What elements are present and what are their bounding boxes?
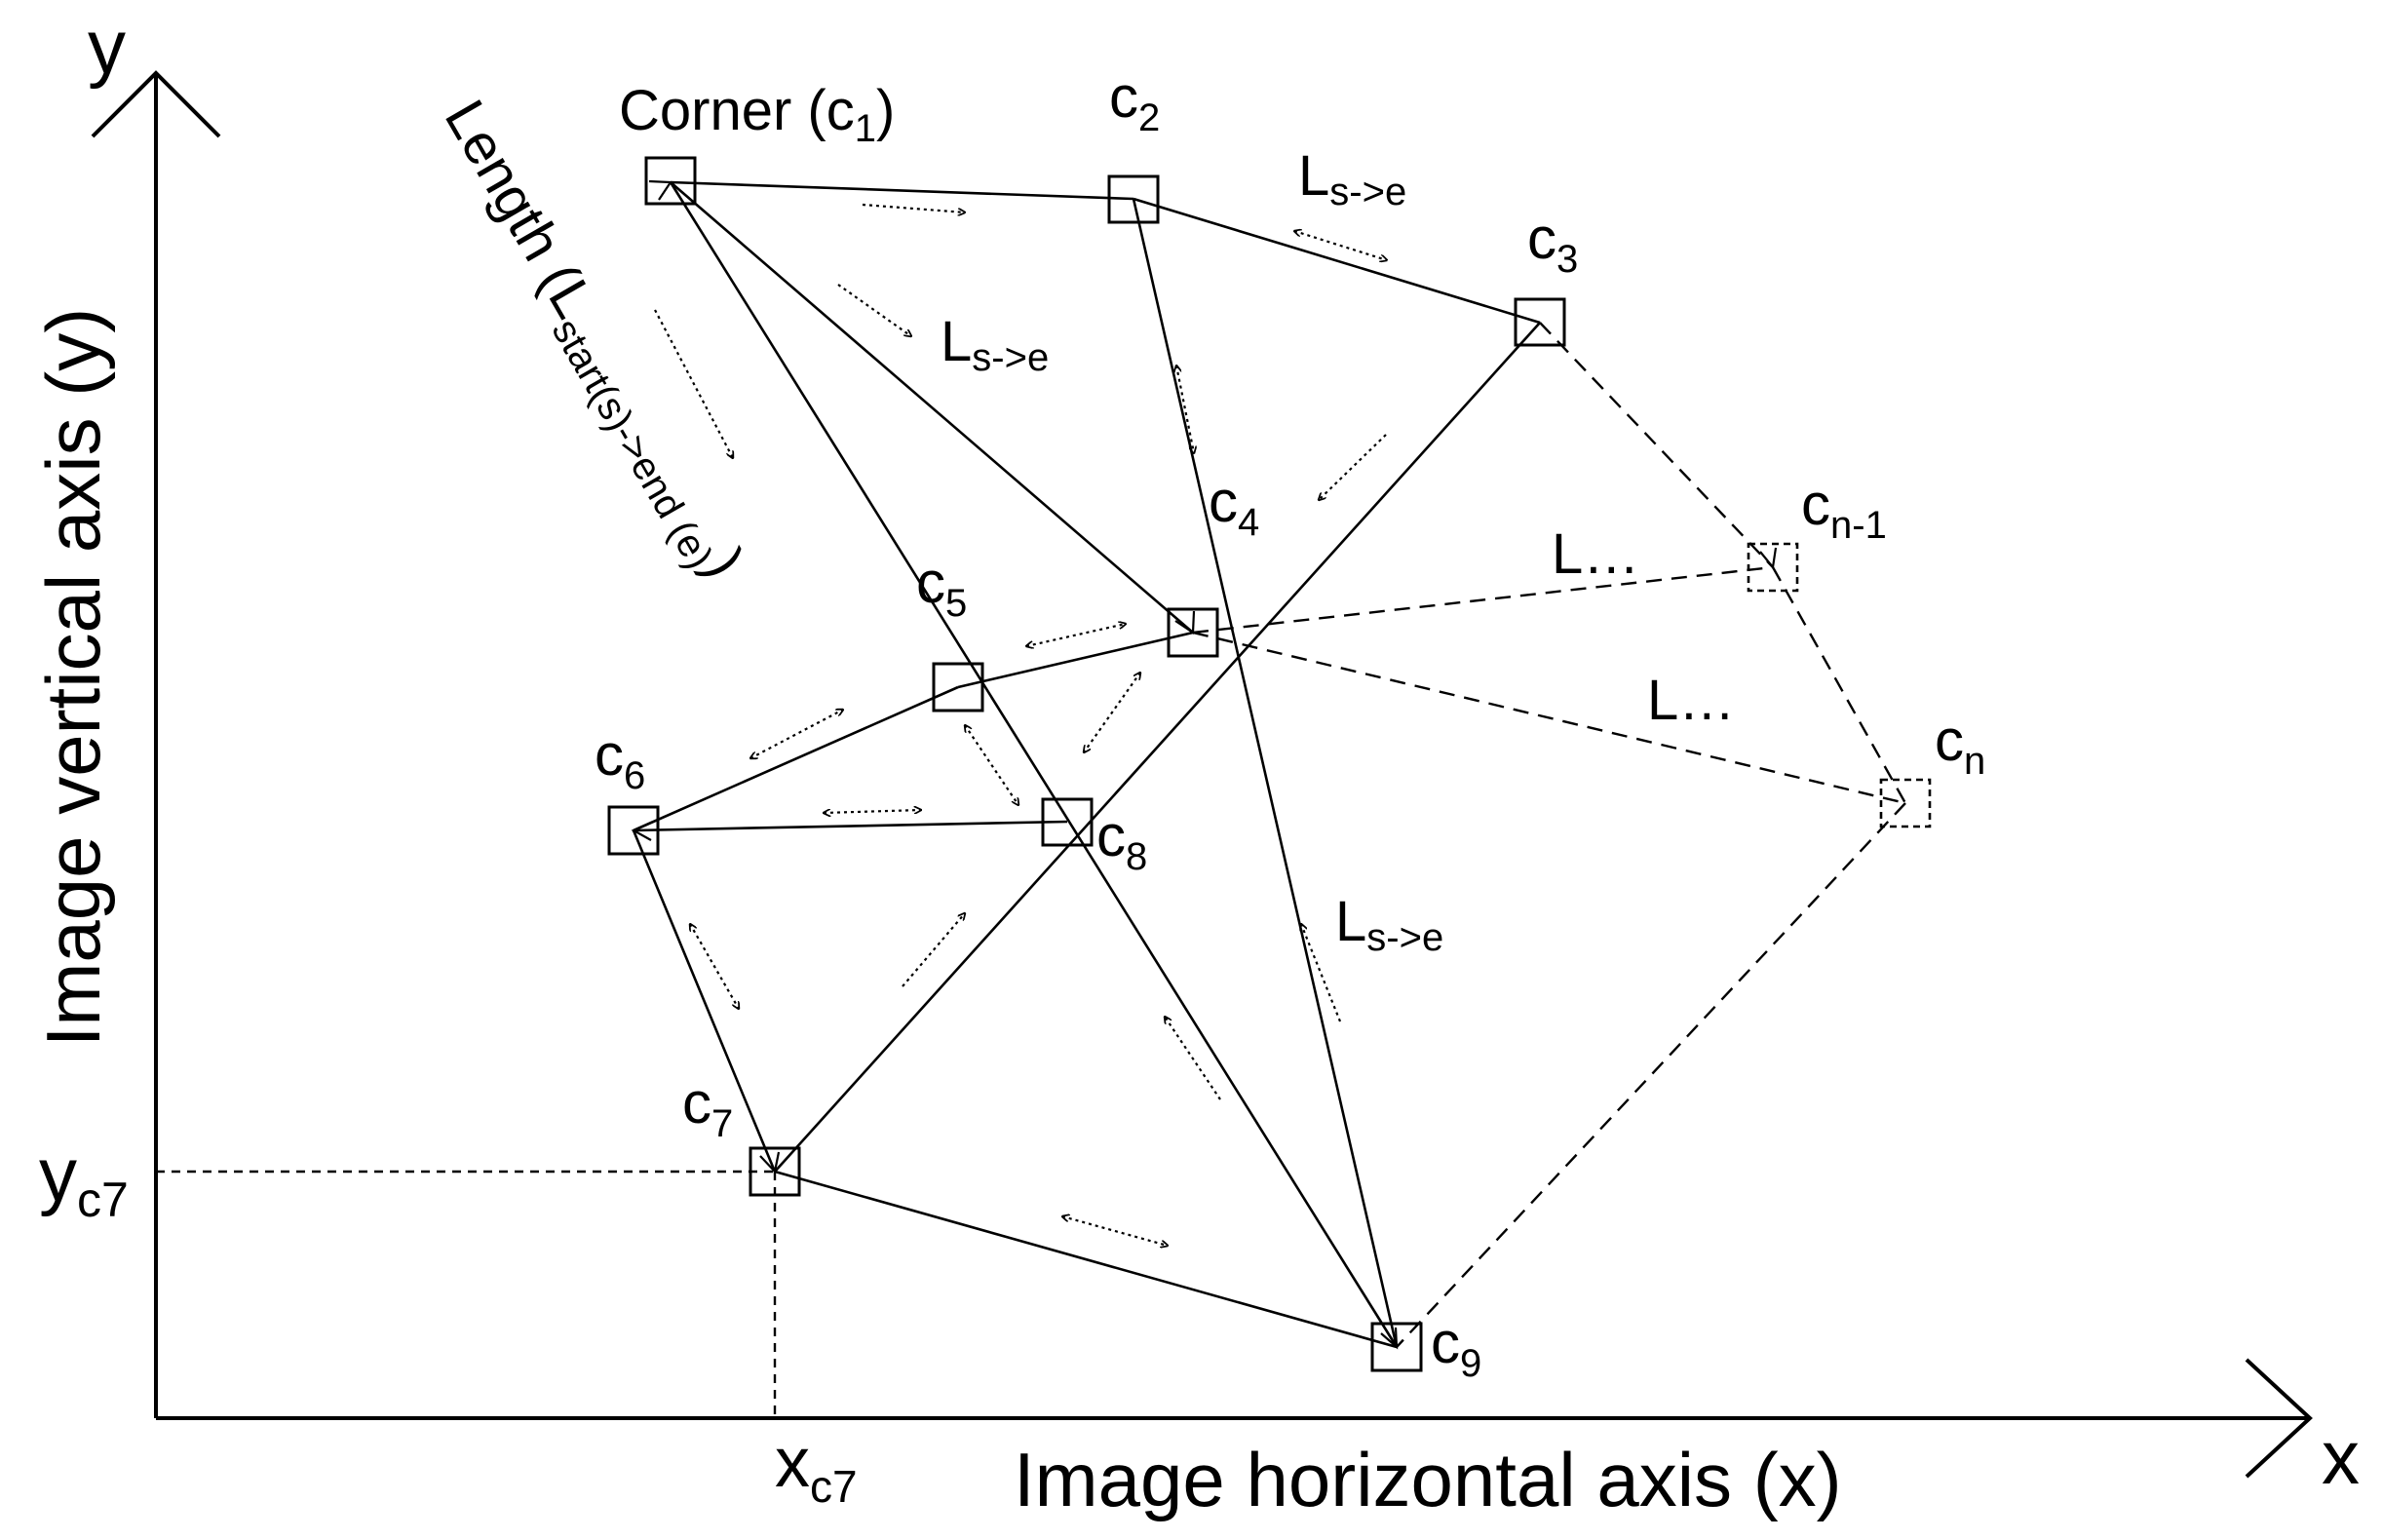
length-label-rotated: Length (Lstart(s)->end (e)) (424, 90, 756, 593)
length-label-dashed-upper: L… (1552, 522, 1639, 586)
corner-label-c1: Corner (c1) (619, 79, 895, 150)
arrowhead (1174, 610, 1196, 635)
edge-c3-cn-1 (1539, 322, 1774, 568)
edge-cn-1-cn (1771, 566, 1907, 804)
dotted-double-arrow (1294, 231, 1387, 260)
dotted-double-arrow (690, 924, 739, 1009)
corner-box-c5 (932, 662, 984, 712)
arrowhead (1380, 1327, 1399, 1350)
corner-box-c7 (749, 1146, 801, 1197)
corner-label-cn-1: cn-1 (1801, 472, 1887, 547)
corner-label-c9: c9 (1431, 1310, 1481, 1385)
edge-c1-c9 (669, 181, 1399, 1348)
corner-box-c2 (1107, 174, 1160, 224)
corner-label-c5: c5 (916, 550, 967, 625)
solid-edges (632, 180, 1541, 1349)
arrowhead (759, 1151, 781, 1174)
dotted-double-arrow (1084, 673, 1140, 752)
corner-label-c2: c2 (1109, 64, 1160, 139)
arrowhead (1759, 547, 1778, 570)
dotted-double-arrow (1026, 624, 1126, 646)
dotted-arrow (862, 203, 965, 212)
corner-labels: Corner (c1) c2 c3 c4 c5 c6 c7 c8 c9 cn-1 (595, 64, 1985, 1385)
edge-c4-cn (1192, 631, 1906, 805)
arrowhead (631, 820, 654, 841)
dotted-arrows (654, 203, 1387, 1246)
edge-c7-c9 (774, 1170, 1398, 1349)
length-label-lower: Ls->e (1335, 890, 1443, 959)
corner-box-c8 (1041, 797, 1094, 847)
corner-boxes (607, 156, 1932, 1372)
dotted-arrow (654, 309, 733, 458)
dashed-edges (1192, 322, 1907, 1348)
corner-box-c1 (644, 156, 697, 206)
x-axis-arrowhead (2245, 1358, 2313, 1479)
edge-c2-c3 (1133, 197, 1541, 325)
edge-c5-c4 (957, 631, 1194, 689)
arrowhead (648, 179, 672, 201)
x-axis-title: Image horizontal axis (x) (1014, 1437, 1842, 1522)
edge-c2-c9 (1132, 198, 1399, 1348)
edge-c6-c8 (633, 820, 1068, 832)
corner-label-c4: c4 (1209, 469, 1259, 544)
axis-labels: y x Image vertical axis (y) Image horizo… (30, 4, 2360, 1522)
dotted-arrow (1319, 434, 1387, 500)
y-axis-arrowhead (91, 70, 221, 138)
edge-cn-c9 (1396, 802, 1906, 1348)
length-label-middle: Ls->e (941, 310, 1049, 379)
axes (91, 70, 2313, 1479)
y-c7-tick-label: yc7 (39, 1132, 129, 1227)
edge-c3-c7 (774, 322, 1541, 1173)
corner-box-c9 (1370, 1322, 1423, 1372)
length-label-top: Ls->e (1298, 144, 1406, 213)
dotted-double-arrow (824, 810, 921, 813)
dotted-arrow (1301, 924, 1342, 1022)
dotted-double-arrow (965, 725, 1018, 805)
x-c7-tick-label: xc7 (775, 1424, 858, 1512)
corner-box-cn-1 (1747, 542, 1799, 593)
dotted-arrow (902, 913, 965, 987)
corner-label-c7: c7 (682, 1070, 733, 1145)
corner-label-cn: cn (1935, 708, 1985, 783)
dotted-arrow (1165, 1017, 1221, 1100)
dotted-double-arrow (1176, 366, 1194, 453)
dotted-double-arrow (1062, 1216, 1168, 1246)
edge-c1-c4 (670, 181, 1194, 634)
length-label-dashed-lower: L… (1647, 669, 1735, 732)
x-axis-letter: x (2322, 1414, 2360, 1500)
edge-c1-c2 (670, 180, 1134, 201)
dotted-arrow (837, 284, 911, 336)
corner-box-cn (1879, 778, 1932, 828)
corner-box-c6 (607, 805, 660, 856)
edge-c4-cn-1 (1192, 565, 1774, 635)
edge-c6-c5 (633, 685, 959, 832)
corner-box-c3 (1514, 297, 1566, 347)
dotted-double-arrow (750, 710, 843, 758)
corner-label-c6: c6 (595, 722, 645, 797)
corner-box-c4 (1167, 607, 1219, 658)
corner-label-c3: c3 (1527, 206, 1578, 281)
y-axis-title: Image vertical axis (y) (30, 308, 116, 1048)
edge-end-arrows (631, 179, 1778, 1350)
y-axis-letter: y (88, 4, 126, 90)
corner-label-c8: c8 (1096, 803, 1147, 878)
